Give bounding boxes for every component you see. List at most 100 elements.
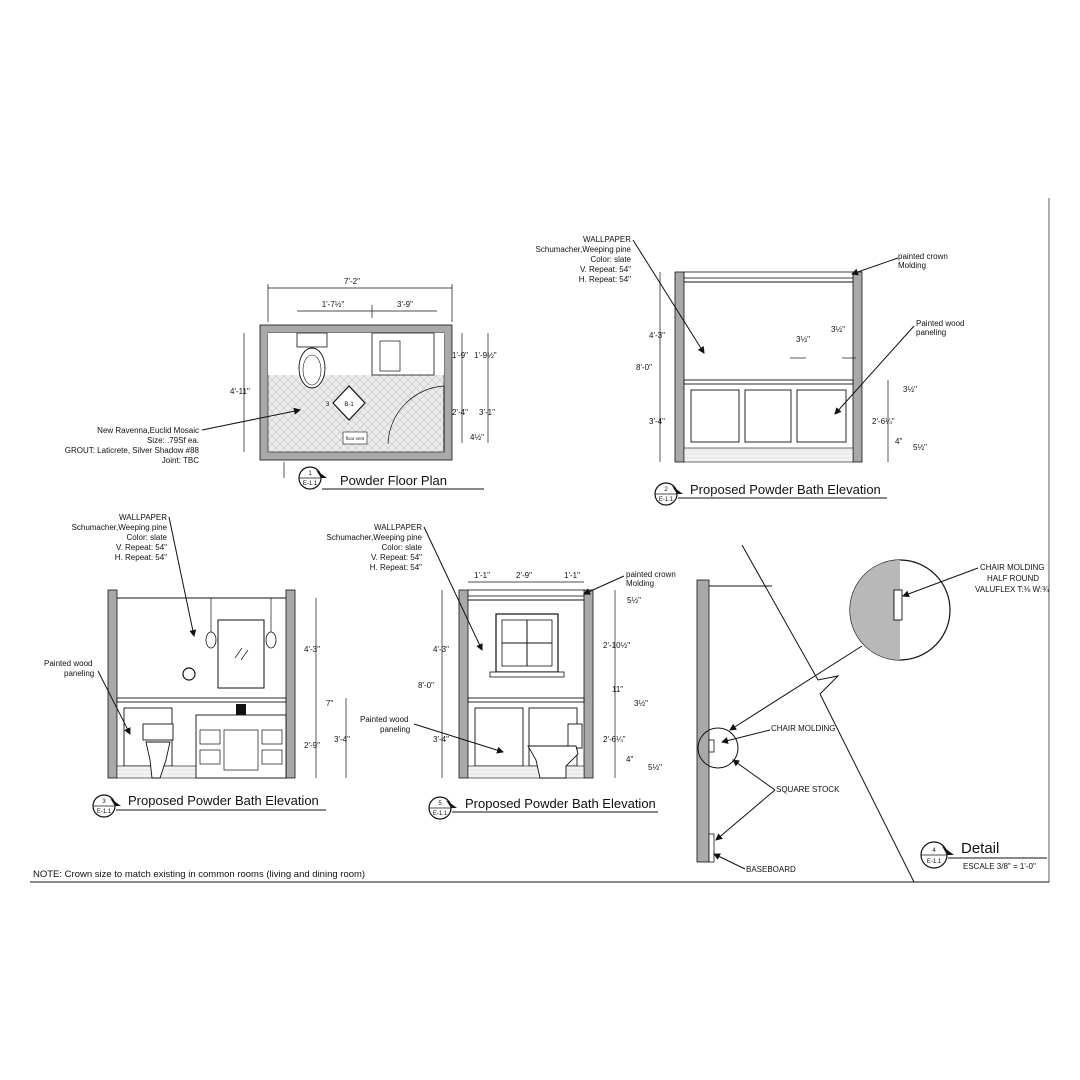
bm-dim-r4: 3½" [634, 699, 648, 708]
tr-dim-d3: 3½" [903, 385, 917, 394]
svg-text:Joint: TBC: Joint: TBC [162, 456, 199, 465]
svg-text:Color: slate: Color: slate [382, 543, 423, 552]
tr-paneling-note-2: paneling [916, 328, 946, 337]
bm-dim-w2: 2'-9" [516, 571, 532, 580]
elevation-bottom-left: WALLPAPER Schumacher,Weeping pine Color:… [44, 513, 350, 818]
detail-scale: ESCALE 3/8" = 1'-0" [963, 862, 1036, 871]
general-note: NOTE: Crown size to match existing in co… [33, 869, 365, 880]
plan-dim-r1: 1'-9" [452, 351, 468, 360]
svg-text:WALLPAPER: WALLPAPER [374, 523, 422, 532]
svg-text:Schumacher,Weeping pine: Schumacher,Weeping pine [327, 533, 423, 542]
detail-chair-note-2: HALF ROUND [987, 574, 1039, 583]
bm-dim-total: 8'-0" [418, 681, 434, 690]
svg-text:5: 5 [438, 801, 442, 807]
tr-dim-total: 8'-0" [636, 363, 652, 372]
plan-dim-overall: 7'-2" [344, 277, 360, 286]
svg-text:E-1.1: E-1.1 [927, 859, 942, 865]
elevation-top-right: WALLPAPER Schumacher,Weeping pine Color:… [536, 235, 964, 506]
plan-center-tag: B-1 [344, 402, 354, 408]
bm-crown-note-1: painted crown [626, 570, 676, 579]
detail-chair-label: CHAIR MOLDING [771, 724, 835, 733]
bm-title-bubble: 5 E-1.1 [428, 796, 457, 820]
tr-crown-note-2: Molding [898, 261, 926, 270]
bl-title-bubble: 3 E-1.1 [92, 794, 121, 818]
svg-text:Color: slate: Color: slate [591, 255, 632, 264]
tr-dim-d4: 4" [895, 437, 902, 446]
tr-paneling-note-1: Painted wood [916, 319, 964, 328]
tr-title-bubble: 2 E-1.1 [654, 482, 683, 506]
svg-text:V. Repeat: 54": V. Repeat: 54" [371, 553, 422, 562]
bm-dim-w3: 1'-1" [564, 571, 580, 580]
bm-dim-r7: 5½" [648, 763, 662, 772]
svg-text:V. Repeat: 54": V. Repeat: 54" [580, 265, 631, 274]
svg-text:Schumacher,Weeping pine: Schumacher,Weeping pine [72, 523, 168, 532]
bl-dim-lower: 2'-9" [304, 741, 320, 750]
bl-dim-chair: 7" [326, 699, 333, 708]
svg-text:WALLPAPER: WALLPAPER [583, 235, 631, 244]
plan-dim-r3: 2'-4" [452, 408, 468, 417]
plan-dim-left: 1'-7½" [322, 300, 345, 309]
bl-paneling-note-2: paneling [64, 669, 94, 678]
bl-dim-upper: 4'-3" [304, 645, 320, 654]
bl-paneling-note-1: Painted wood [44, 659, 92, 668]
plan-dim-right: 3'-9" [397, 300, 413, 309]
svg-text:Color: slate: Color: slate [127, 533, 168, 542]
svg-text:4: 4 [932, 848, 936, 854]
tr-title: Proposed Powder Bath Elevation [690, 482, 881, 497]
plan-dim-depth: 4'-11" [230, 387, 250, 396]
svg-text:New Ravenna,Euclid Mosaic: New Ravenna,Euclid Mosaic [97, 426, 199, 435]
svg-text:GROUT: Laticrete, Silver Shado: GROUT: Laticrete, Silver Shadow #88 [65, 446, 200, 455]
bm-dim-r5: 2'-6¼" [603, 735, 626, 744]
plan-dim-r4: 3'-1" [479, 408, 495, 417]
svg-text:H. Repeat: 54": H. Repeat: 54" [370, 563, 422, 572]
tr-dim-upper: 4'-3" [649, 331, 665, 340]
bm-paneling-note-1: Painted wood [360, 715, 408, 724]
detail-baseboard: BASEBOARD [746, 865, 796, 874]
bm-title: Proposed Powder Bath Elevation [465, 796, 656, 811]
tr-dim-d5: 5½" [913, 443, 927, 452]
detail-section: CHAIR MOLDING HALF ROUND VALUFLEX T:⅜ W:… [696, 544, 1049, 883]
svg-text:WALLPAPER: WALLPAPER [119, 513, 167, 522]
svg-text:E-1.1: E-1.1 [303, 481, 318, 487]
bm-dim-w1: 1'-1" [474, 571, 490, 580]
tr-dim-panel: 2'-6¼" [872, 417, 895, 426]
elevation-bottom-mid: WALLPAPER Schumacher,Weeping pine Color:… [327, 523, 676, 820]
tile-note: New Ravenna,Euclid Mosaic Size: .79Sf ea… [65, 426, 200, 465]
bm-wallpaper-note: WALLPAPER Schumacher,Weeping pine Color:… [327, 523, 423, 572]
tr-dim-lower: 3'-4" [649, 417, 665, 426]
tr-wallpaper-note: WALLPAPER Schumacher,Weeping pine Color:… [536, 235, 632, 284]
plan-door-tag: 3 [326, 402, 330, 408]
bm-paneling-note-2: paneling [380, 725, 410, 734]
tr-dim-d1: 3½" [796, 335, 810, 344]
bm-dim-r2: 2'-10½" [603, 641, 630, 650]
detail-chair-note-1: CHAIR MOLDING [980, 563, 1044, 572]
svg-text:Schumacher,Weeping pine: Schumacher,Weeping pine [536, 245, 632, 254]
svg-text:2: 2 [664, 487, 668, 493]
svg-text:E-1.1: E-1.1 [659, 497, 674, 503]
detail-square-stock: SQUARE STOCK [776, 785, 840, 794]
plan-title-bubble: 1 E-1.1 [298, 466, 327, 490]
detail-chair-note-3: VALUFLEX T:⅜ W:¾ [975, 585, 1049, 594]
bm-dim-r1: 5½" [627, 596, 641, 605]
floor-vent-label: floor vent [346, 436, 365, 441]
svg-text:H. Repeat: 54": H. Repeat: 54" [115, 553, 167, 562]
svg-text:1: 1 [308, 471, 312, 477]
bm-crown-note-2: Molding [626, 579, 654, 588]
plan-dim-r2: 1'-9½" [474, 351, 497, 360]
svg-text:V. Repeat: 54": V. Repeat: 54" [116, 543, 167, 552]
bm-dim-r6: 4" [626, 755, 633, 764]
bl-wallpaper-note: WALLPAPER Schumacher,Weeping pine Color:… [72, 513, 168, 562]
svg-text:E-1.1: E-1.1 [97, 809, 112, 815]
bm-dim-upper: 4'-3" [433, 645, 449, 654]
floor-plan: B-1 3 floor vent 7'-2" 1'-7½" 3'-9" 4'-1… [65, 277, 497, 490]
bm-dim-lower: 3'-4" [433, 735, 449, 744]
bm-dim-r3: 11" [612, 685, 623, 694]
detail-title-bubble: 4 E-1.1 [920, 841, 954, 869]
svg-text:E-1.1: E-1.1 [433, 811, 448, 817]
tr-crown-note-1: painted crown [898, 252, 948, 261]
svg-text:3: 3 [102, 799, 106, 805]
detail-title: Detail [961, 840, 999, 857]
plan-title: Powder Floor Plan [340, 473, 447, 488]
bl-dim-total-lower: 3'-4" [334, 735, 350, 744]
